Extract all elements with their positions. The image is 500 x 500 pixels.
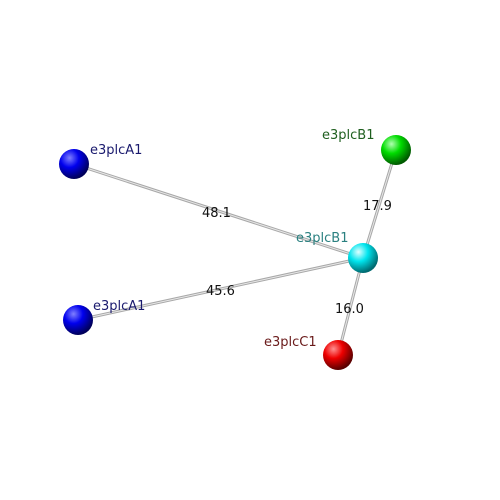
edge-c1-b1 bbox=[336, 257, 365, 356]
node-sphere-a1-bottom[interactable] bbox=[63, 305, 93, 335]
distance-label: 16.0 bbox=[335, 302, 364, 317]
node-label-b1-green: e3plcB1 bbox=[322, 128, 374, 143]
edge-a1-top-b1 bbox=[73, 162, 364, 260]
edge-a1-bottom-b1 bbox=[77, 256, 364, 322]
node-sphere-a1-top[interactable] bbox=[59, 149, 89, 179]
distance-label: 17.9 bbox=[363, 199, 392, 214]
distance-label: 48.1 bbox=[202, 206, 231, 221]
node-sphere-c1-red[interactable] bbox=[323, 340, 353, 370]
distance-label: 45.6 bbox=[206, 284, 235, 299]
node-label-c1-red: e3plcC1 bbox=[264, 335, 317, 350]
node-sphere-b1-green[interactable] bbox=[381, 135, 411, 165]
node-label-b1-cyan: e3plcB1 bbox=[296, 231, 348, 246]
edge-b1-green-b1 bbox=[361, 149, 398, 259]
node-sphere-b1-cyan[interactable] bbox=[348, 243, 378, 273]
node-label-a1-top: e3plcA1 bbox=[90, 143, 142, 158]
node-label-a1-bottom: e3plcA1 bbox=[93, 299, 145, 314]
